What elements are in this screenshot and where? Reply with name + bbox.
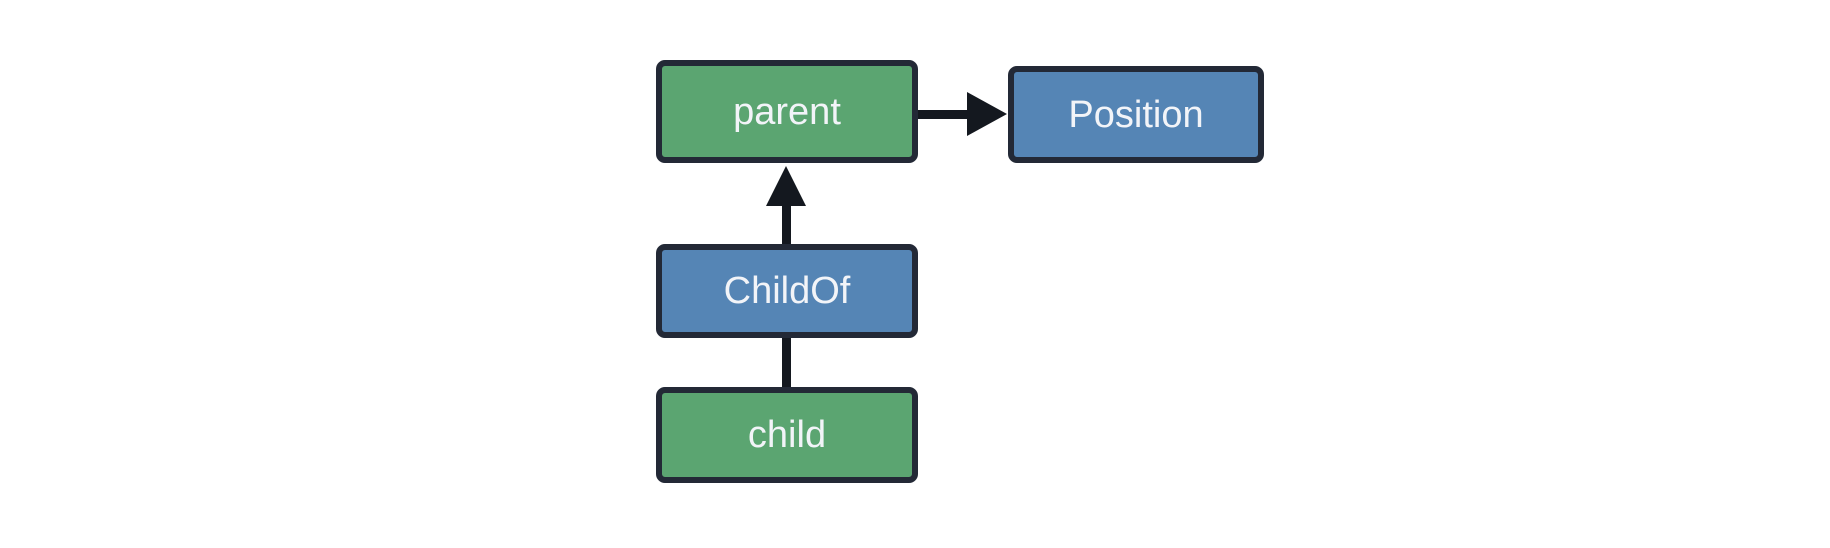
node-parent-label: parent (733, 90, 841, 133)
node-position-label: Position (1068, 93, 1204, 136)
edge-childof-to-parent (782, 204, 791, 244)
node-parent: parent (656, 60, 918, 163)
node-child-label: child (747, 414, 827, 456)
node-childof-label: ChildOf (723, 270, 851, 312)
node-child: child (656, 387, 918, 483)
node-position: Position (1008, 66, 1264, 163)
arrow-head-up-icon (766, 166, 806, 206)
node-childof: ChildOf (656, 244, 918, 338)
edge-child-to-childof (782, 338, 791, 387)
arrow-head-right-icon (967, 92, 1007, 136)
edge-parent-to-position (918, 110, 972, 119)
